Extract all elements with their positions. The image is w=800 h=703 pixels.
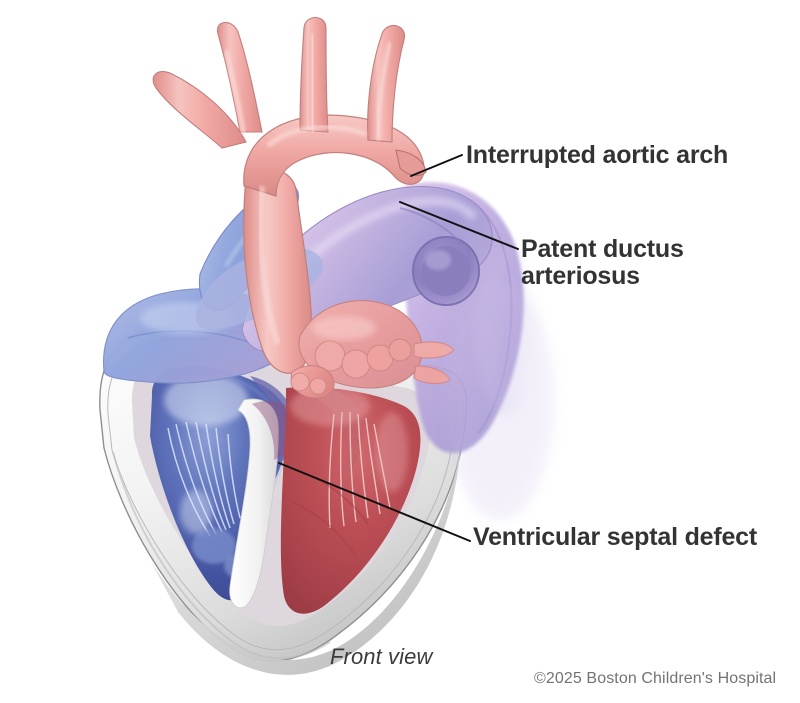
copyright-notice: ©2025 Boston Children's Hospital [534,670,777,687]
leader-line-interrupted-aortic-arch [410,154,463,177]
caption-front-view: Front view [330,644,433,669]
label-patent-ductus-arteriosus: Patent ductus arteriosus [521,235,684,290]
leader-lines [278,154,519,542]
patent-ductus-arteriosus-opening [412,236,480,306]
right-ventricle-chamber [150,365,297,601]
leader-line-patent-ductus-arteriosus [399,201,519,250]
aortic-arch [152,16,427,374]
interrupted-aortic-arch-gap [395,149,427,177]
left-ventricle-chamber [280,386,421,614]
label-interrupted-aortic-arch: Interrupted aortic arch [466,141,729,169]
leader-line-ventricular-septal-defect [278,462,471,542]
aortic-root [290,365,335,399]
label-ventricular-septal-defect: Ventricular septal defect [473,523,758,551]
chordae-tendineae [167,421,241,537]
left-atrium [298,300,455,389]
